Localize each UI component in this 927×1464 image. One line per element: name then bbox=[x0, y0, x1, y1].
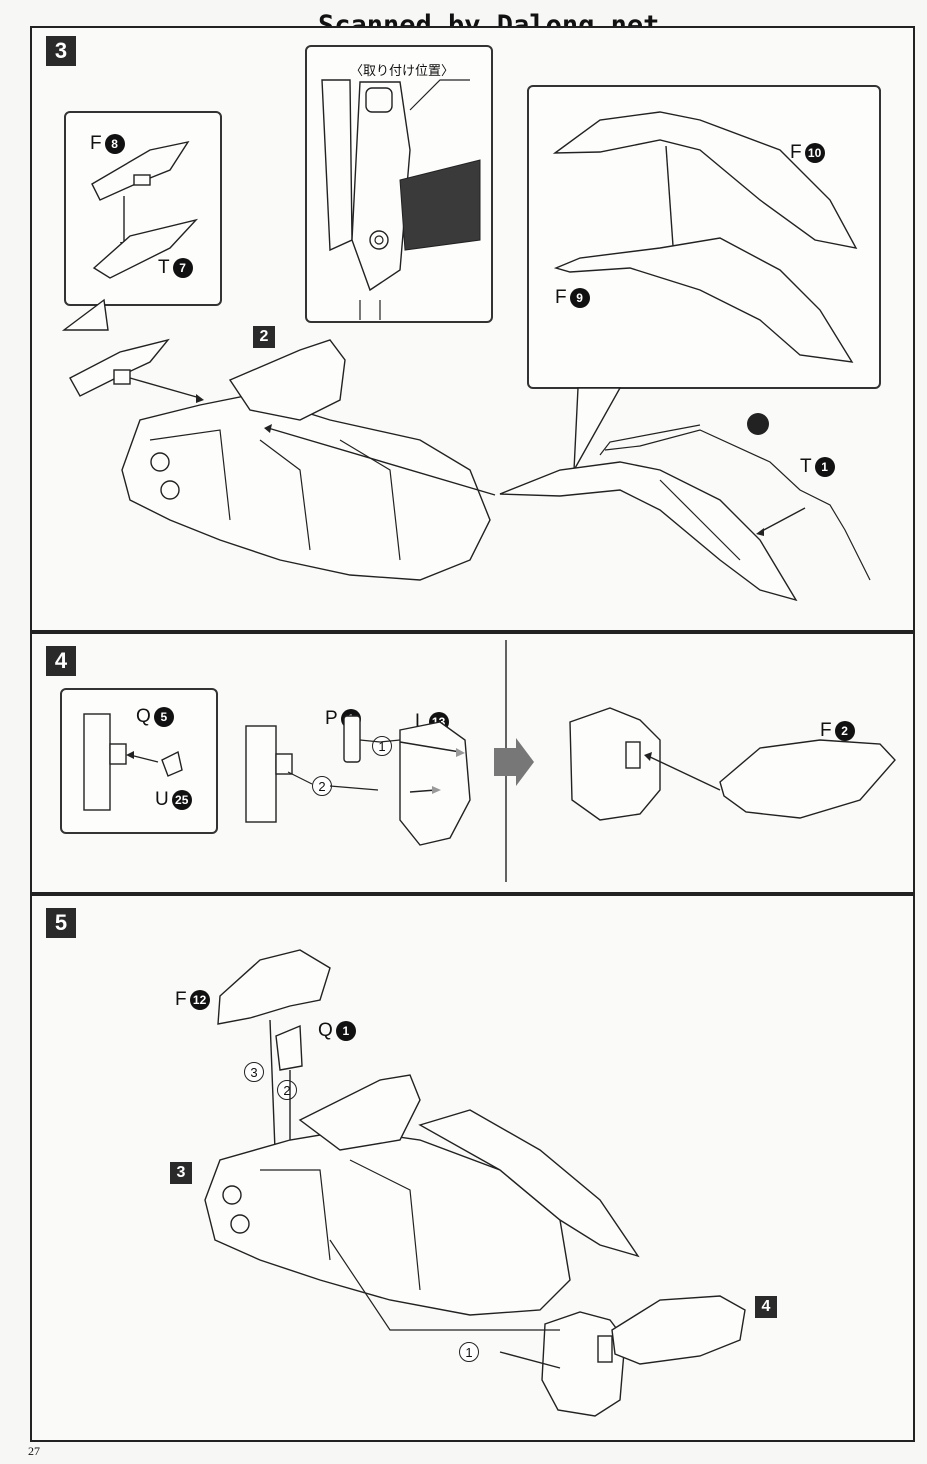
order-marker-2b: 2 bbox=[277, 1080, 297, 1100]
step-5-ref-3: 3 bbox=[170, 1162, 192, 1184]
order-marker-3: 3 bbox=[244, 1062, 264, 1082]
step-5-ref-4: 4 bbox=[755, 1296, 777, 1318]
callout-f8-t7 bbox=[64, 111, 222, 306]
step-4-number: 4 bbox=[46, 646, 76, 676]
step-5-number: 5 bbox=[46, 908, 76, 938]
step-3-ref-2: 2 bbox=[253, 326, 275, 348]
page-number: 27 bbox=[28, 1444, 40, 1458]
step-3-number: 3 bbox=[46, 36, 76, 66]
install-position-caption: 〈取り付け位置〉 bbox=[350, 64, 455, 79]
order-marker-1b: 1 bbox=[459, 1342, 479, 1362]
